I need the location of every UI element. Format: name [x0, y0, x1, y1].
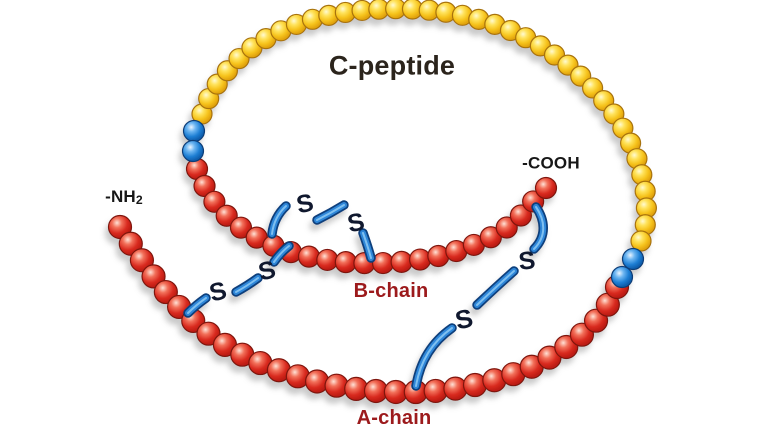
middle-bridge-rod-2	[316, 204, 345, 221]
carboxyl-terminus-label: -COOH	[522, 155, 580, 172]
middle-bridge-rod-3	[362, 232, 372, 259]
b-chain-bead	[316, 248, 339, 272]
left-bridge-sulfur-label-2: S	[256, 255, 279, 286]
right-connector-bead-1	[621, 247, 645, 271]
b-chain-bead	[229, 216, 253, 239]
b-chain-bead	[334, 251, 357, 274]
right-bridge-rod-2	[476, 270, 515, 306]
b-chain-bead	[408, 248, 432, 271]
nh2-label-text: -NH	[105, 186, 136, 206]
amino-terminus-label: -NH2	[105, 188, 143, 206]
left-bridge-rod-3	[273, 245, 290, 263]
b-chain-label: B-chain	[354, 281, 429, 301]
b-chain-bead	[390, 250, 413, 273]
left-bridge-sulfur-label-1: S	[207, 276, 230, 307]
a-chain-label-text: A-chain	[356, 407, 432, 429]
b-chain-bead	[215, 204, 238, 227]
b-chain-bead	[534, 176, 558, 200]
left-bridge-rod-1	[187, 297, 207, 314]
nh2-label-subscript: 2	[135, 192, 143, 207]
right-connector-bead-2	[610, 265, 634, 289]
right-bridge-rod-1	[533, 206, 545, 250]
cooh-label-text: -COOH	[522, 153, 580, 173]
middle-bridge-sulfur-label-2: S	[345, 208, 367, 239]
right-bridge-rod-3	[415, 327, 453, 387]
b-chain-label-text: B-chain	[353, 280, 429, 302]
middle-bridge-rod-1	[271, 205, 287, 235]
b-chain-bead	[371, 251, 395, 275]
right-bridge-sulfur-label-1: S	[517, 246, 537, 276]
c-peptide-chain-bead	[630, 230, 652, 252]
middle-bridge-rod-1	[269, 203, 289, 237]
left-bridge-rod-2	[235, 277, 259, 293]
left-connector-bead-1	[182, 119, 206, 143]
c-peptide-label-text: C-peptide	[328, 50, 456, 81]
right-bridge-rod-3	[411, 323, 457, 391]
b-chain-bead	[495, 216, 518, 239]
middle-bridge-sulfur-label-1: S	[294, 189, 316, 220]
b-chain-bead	[297, 245, 321, 268]
left-connector-bead-2	[181, 139, 205, 163]
b-chain-bead	[509, 204, 532, 227]
a-chain-label: A-chain	[357, 408, 432, 428]
bead-art-layer	[107, 0, 658, 405]
b-chain-bead	[193, 174, 216, 198]
b-chain-bead	[203, 190, 226, 213]
right-bridge-sulfur-label-2: S	[452, 303, 475, 336]
c-peptide-label: C-peptide	[328, 50, 456, 81]
